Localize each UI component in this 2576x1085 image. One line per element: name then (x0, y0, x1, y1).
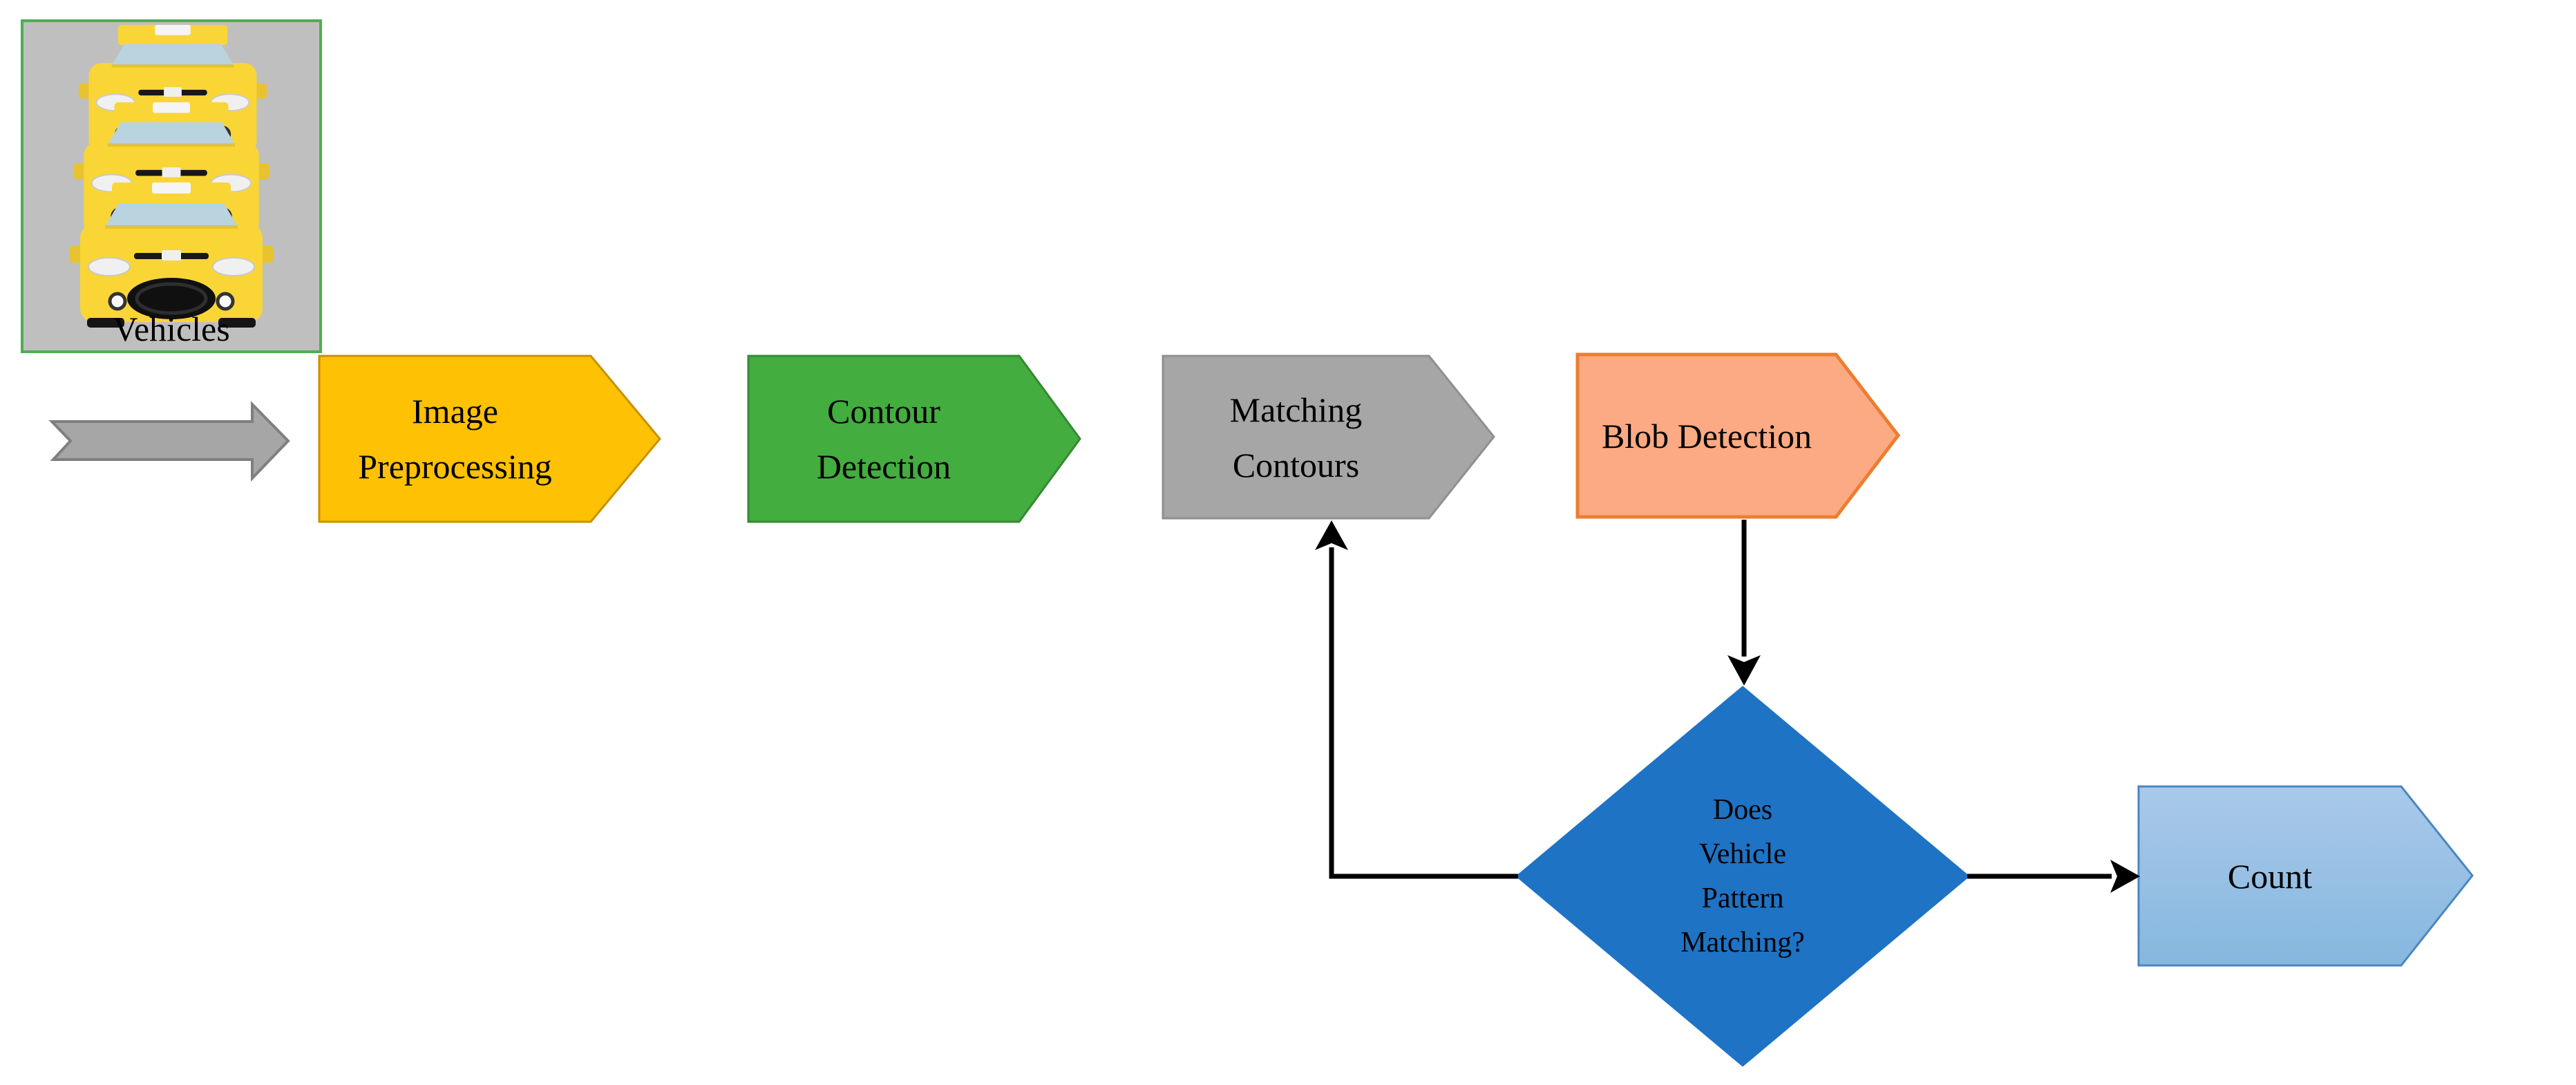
arrowhead-up-icon (1315, 520, 1348, 550)
connector-decision-to-matching (1329, 547, 1518, 879)
start-arrow (48, 401, 290, 482)
taxi-stack-photo (23, 25, 319, 330)
node-image-preprocessing (318, 355, 661, 523)
vehicles-caption: Vehicles (113, 310, 230, 348)
vehicles-image: Vehicles (21, 19, 322, 353)
start-arrow-shape (48, 401, 290, 482)
node-image-preprocessing-label: Image Preprocessing (358, 392, 552, 486)
node-count (2137, 785, 2474, 967)
chevron-shape (2137, 785, 2474, 967)
node-contour-detection-label: Contour Detection (816, 392, 951, 486)
chevron-shape (318, 355, 661, 523)
node-count-label: Count (2227, 856, 2313, 896)
node-matching-contours-label: Matching Contours (1229, 390, 1363, 484)
node-decision-label: Does Vehicle Pattern Matching? (1680, 794, 1805, 959)
arrowhead-right-icon (2110, 860, 2140, 893)
node-blob-detection (1575, 352, 1901, 519)
node-decision-diamond (1515, 686, 1970, 1067)
chevron-shape (747, 355, 1081, 523)
node-contour-detection (747, 355, 1081, 523)
chevron-shape (1575, 352, 1901, 519)
node-blob-detection-label: Blob Detection (1601, 416, 1812, 455)
node-matching-contours (1162, 355, 1495, 520)
chevron-shape (1162, 355, 1495, 520)
diamond-shape (1515, 686, 1970, 1067)
